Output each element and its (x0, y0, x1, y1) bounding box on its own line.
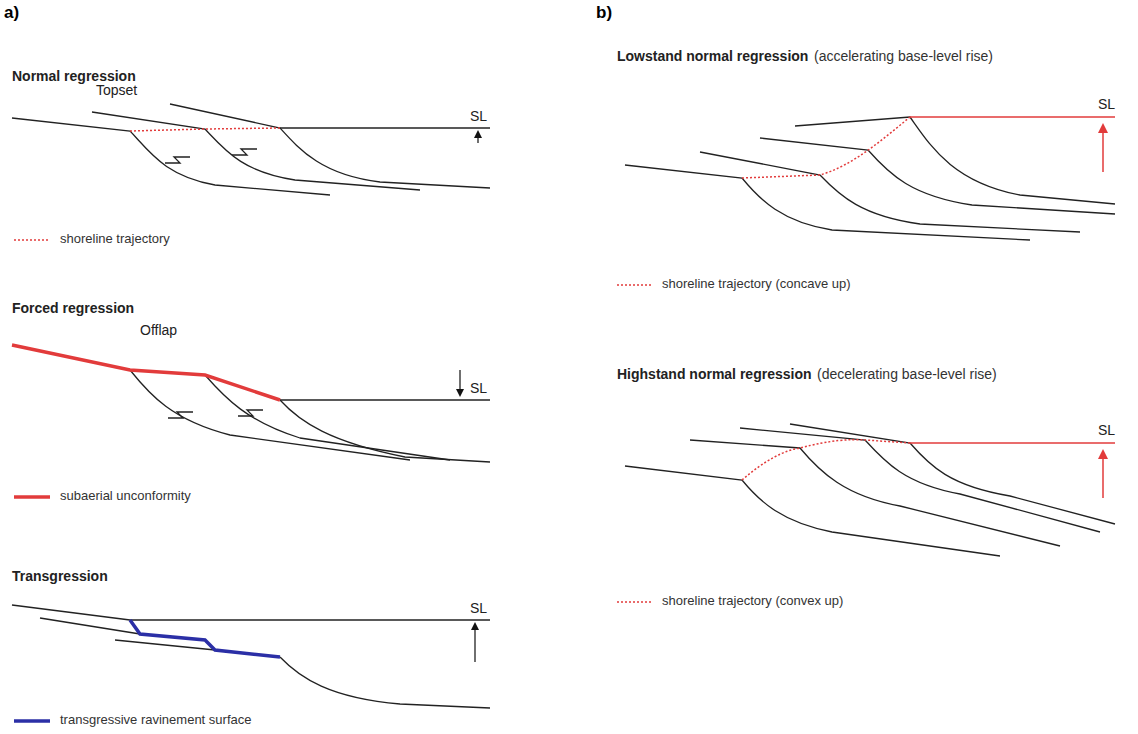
sea-level-label: SL (470, 600, 487, 616)
stratal-surface (12, 118, 330, 195)
legend-sample (617, 284, 652, 286)
panel-heading: Forced regression (12, 300, 134, 316)
stratal-surface (795, 117, 1115, 204)
stratal-surface (280, 657, 490, 708)
sea-level-label: SL (1098, 96, 1115, 112)
panel-heading: Highstand normal regression (617, 366, 811, 382)
stratal-surface (12, 605, 130, 620)
stratal-surface (280, 400, 490, 462)
stratal-surface (130, 370, 410, 460)
sea-level-arrow (459, 370, 460, 393)
subaerial-unconformity (12, 345, 280, 400)
sea-level-arrow (1102, 128, 1104, 172)
panel-letter: b) (596, 3, 612, 23)
legend-text: transgressive ravinement surface (60, 713, 251, 728)
sea-level-line (280, 127, 490, 128)
surface-label: Offlap (140, 322, 177, 338)
sea-level-line (910, 442, 1115, 444)
stratal-surface (40, 618, 140, 634)
stratal-surface (690, 440, 1060, 546)
facies-zigzag (232, 149, 257, 155)
stratal-surface (92, 112, 420, 190)
stratal-surface (115, 640, 215, 650)
shoreline-trajectory (130, 128, 280, 131)
legend-sample (14, 495, 50, 499)
sea-level-arrow (477, 134, 478, 143)
sea-level-label: SL (470, 108, 487, 124)
stratal-surface (700, 152, 1080, 232)
legend-text: shoreline trajectory (convex up) (662, 594, 843, 609)
panel-subheading: (accelerating base-level rise) (814, 48, 993, 64)
legend-text: subaerial unconformity (60, 489, 191, 504)
panel-letter: a) (4, 3, 19, 23)
shoreline-trajectory (742, 117, 910, 178)
surface-label: Topset (96, 82, 137, 98)
shoreline-trajectory (742, 440, 910, 480)
sea-level-line (280, 399, 490, 400)
facies-zigzag (168, 412, 193, 418)
legend-sample (14, 719, 50, 723)
stratal-surface (625, 165, 1030, 240)
sea-level-line (910, 116, 1115, 118)
panel-subheading: (decelerating base-level rise) (817, 366, 997, 382)
sea-level-arrow (474, 626, 475, 662)
facies-zigzag (238, 410, 263, 416)
legend-sample (617, 601, 652, 603)
facies-zigzag (165, 157, 190, 163)
legend-text: shoreline trajectory (concave up) (662, 277, 851, 292)
stratal-surface (625, 466, 1000, 556)
sea-level-arrow (1102, 454, 1104, 498)
sea-level-label: SL (470, 380, 487, 396)
panel-heading: Transgression (12, 568, 108, 584)
stratal-surface (170, 104, 490, 188)
stratal-surface (760, 138, 1115, 214)
ravinement-surface (130, 620, 280, 657)
sea-level-line (130, 619, 490, 620)
panel-heading: Normal regression (12, 68, 136, 84)
sea-level-label: SL (1098, 422, 1115, 438)
legend-text: shoreline trajectory (60, 232, 170, 247)
panel-heading: Lowstand normal regression (617, 48, 808, 64)
legend-sample (14, 239, 50, 241)
stratal-surface (790, 424, 1115, 524)
